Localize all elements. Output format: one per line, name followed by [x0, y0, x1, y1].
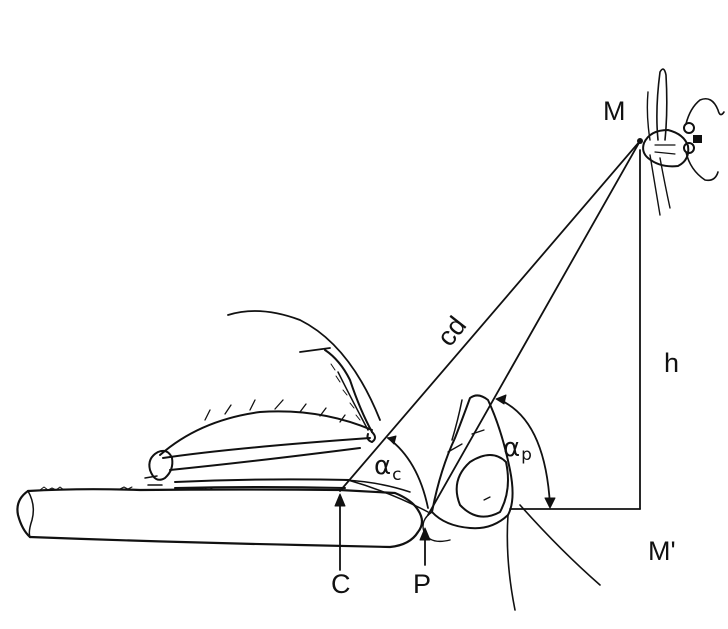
label-h: h [664, 348, 679, 378]
label-alpha-p: αp [503, 433, 532, 465]
branch-stem [16, 486, 424, 549]
insect-c [144, 310, 411, 493]
mosquito-m [637, 68, 725, 216]
line-extension [428, 460, 582, 515]
label-alpha-c: αc [374, 451, 402, 485]
insect-p [422, 394, 601, 611]
label-m: M [603, 96, 626, 126]
label-p: P [413, 569, 431, 599]
label-c: C [331, 569, 351, 599]
label-m-prime: M' [648, 536, 676, 566]
line-m-to-p [427, 140, 641, 516]
label-cd: cd [431, 311, 472, 352]
arc-alpha-p [499, 399, 551, 506]
line-cd [339, 140, 641, 492]
